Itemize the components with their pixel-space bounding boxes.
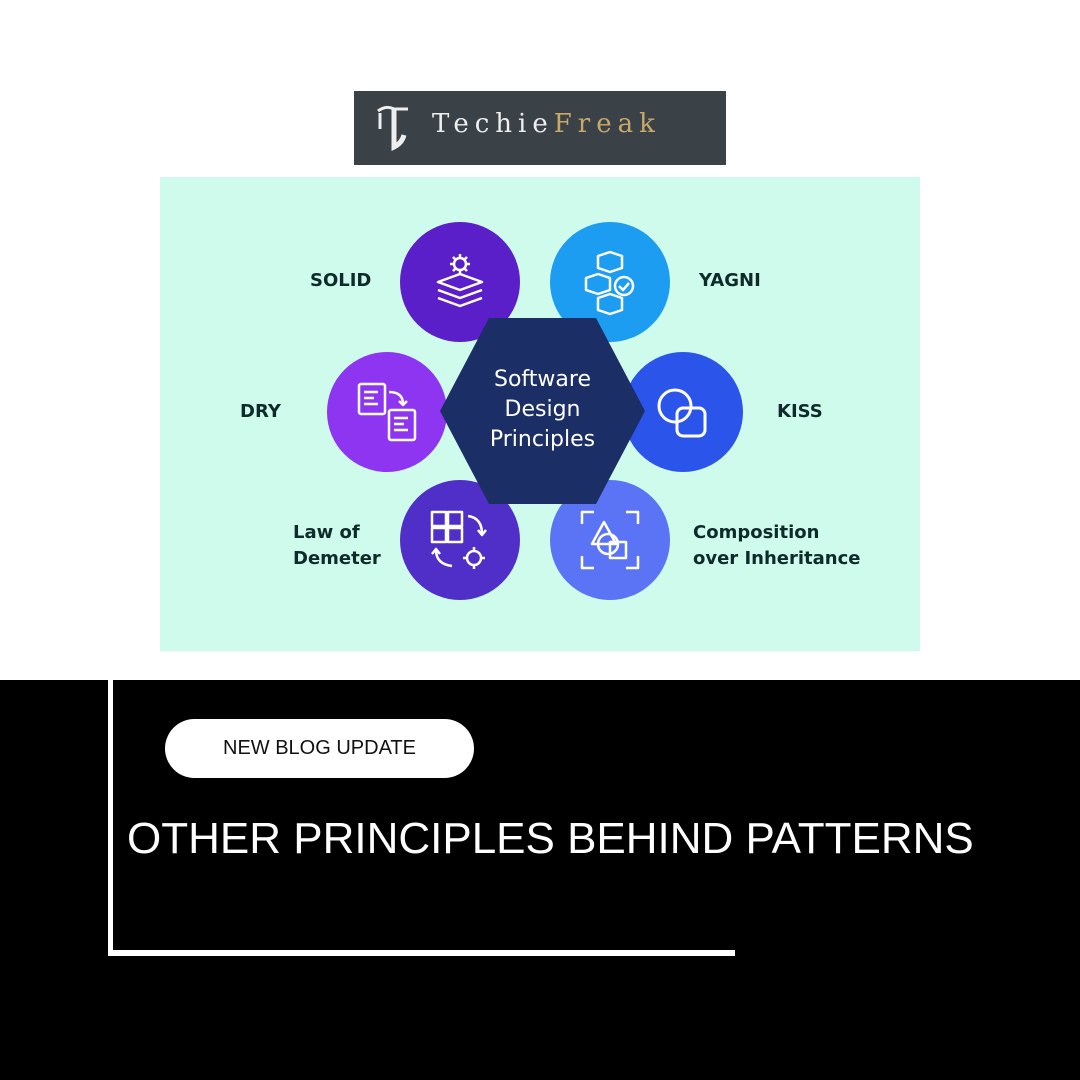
composition-label-line2: over Inheritance (693, 548, 861, 569)
t-monogram-logo-icon (377, 105, 408, 152)
frame-horizontal-line (108, 950, 735, 956)
law-of-demeter-label-line2: Demeter (293, 548, 381, 569)
solid-label: SOLID (310, 270, 372, 291)
documents-arrow-icon (357, 382, 417, 442)
new-blog-update-badge: NEW BLOG UPDATE (165, 719, 474, 778)
center-label-line2: Design (504, 397, 581, 422)
brand-logo: TechieFreak (354, 91, 726, 165)
yagni-label: YAGNI (699, 270, 761, 291)
center-label-line1: Software (494, 367, 591, 392)
center-label-line3: Principles (489, 427, 596, 452)
composition-label-line1: Composition (693, 522, 820, 543)
dry-node (327, 352, 447, 472)
cubes-check-icon (584, 250, 635, 316)
brand-name: TechieFreak (432, 109, 661, 139)
frame-vertical-line (108, 680, 113, 956)
brand-name-part1: Techie (432, 109, 554, 139)
composition-label: Composition over Inheritance (693, 520, 860, 572)
law-of-demeter-label-line1: Law of (293, 522, 360, 543)
kiss-label: KISS (777, 401, 823, 422)
solid-node (400, 222, 520, 342)
overlapping-shapes-icon (657, 388, 707, 438)
brand-name-part2: Freak (553, 109, 661, 139)
law-of-demeter-label: Law of Demeter (293, 520, 381, 572)
blog-headline: OTHER PRINCIPLES BEHIND PATTERNS (127, 814, 974, 863)
dry-label: DRY (240, 401, 281, 422)
puzzle-gear-icon (430, 510, 487, 569)
center-hexagon (440, 318, 645, 504)
blog-banner (0, 680, 1080, 1080)
center-label: Software Design Principles (440, 365, 645, 455)
layers-gear-icon (436, 254, 484, 308)
design-principles-diagram: Software Design Principles SOLID YAGNI D… (160, 177, 920, 651)
shapes-frame-icon (580, 510, 640, 570)
